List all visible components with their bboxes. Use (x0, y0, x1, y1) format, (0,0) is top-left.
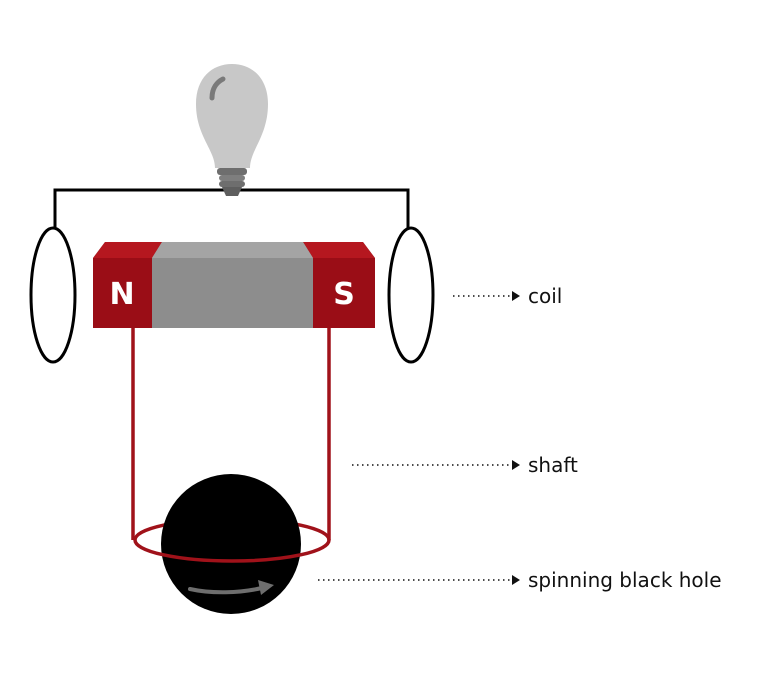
bar-magnet: N S (93, 242, 375, 328)
right-coil (387, 226, 435, 364)
callout-coil: coil (453, 284, 562, 308)
south-pole-label: S (333, 277, 355, 312)
black-hole-icon (161, 474, 301, 614)
left-coil (29, 226, 77, 364)
shaft-ring-front (133, 539, 331, 563)
rotation-arrow-icon (188, 580, 274, 595)
shaft (131, 328, 331, 540)
black-hole-label: spinning black hole (528, 568, 722, 592)
callout-black-hole: spinning black hole (318, 568, 722, 592)
north-pole-label: N (109, 277, 134, 312)
lightbulb-icon (196, 64, 268, 196)
callout-shaft: shaft (352, 453, 578, 477)
coil-label: coil (528, 284, 562, 308)
shaft-label: shaft (528, 453, 578, 477)
